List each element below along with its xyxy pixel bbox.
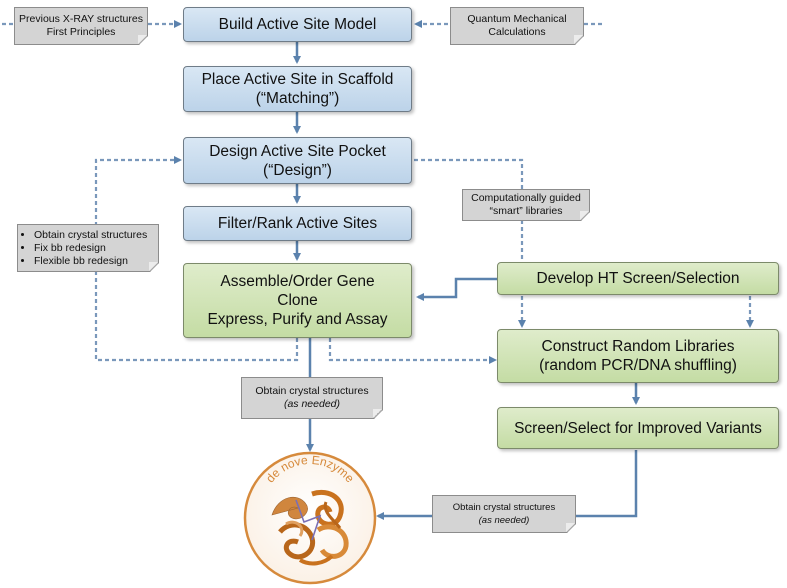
place-active-site-label: Place Active Site in Scaffold <box>201 71 394 88</box>
note-quantum-line1: Quantum Mechanical <box>467 13 567 25</box>
dotted-assemble-to-libraries <box>328 338 497 364</box>
note-crystal-bot-line2: (as needed) <box>478 515 530 526</box>
arrow-screen-to-assemble <box>416 277 497 301</box>
screen-select-label: Screen/Select for Improved Variants <box>514 419 762 437</box>
filter-rank-label: Filter/Rank Active Sites <box>217 215 378 232</box>
note-smart-line1: Computationally guided <box>471 192 581 204</box>
express-label: Express, Purify and Assay <box>207 311 388 328</box>
list-item: Fix bb redesign <box>34 242 147 255</box>
note-redesign-options: Obtain crystal structures Fix bb redesig… <box>17 224 159 272</box>
design-active-site-pocket-box: Design Active Site Pocket (“Design”) <box>183 137 412 184</box>
note-fold <box>580 211 589 220</box>
place-active-site-box: Place Active Site in Scaffold (“Matching… <box>183 66 412 112</box>
build-active-site-model-box: Build Active Site Model <box>183 7 412 42</box>
protein-structure-icon <box>271 490 349 566</box>
assemble-order-gene-box: Assemble/Order Gene Clone Express, Purif… <box>183 263 412 338</box>
assemble-label: Assemble/Order Gene <box>220 273 375 290</box>
note-crystal-mid-line1: Obtain crystal structures <box>255 385 369 397</box>
note-crystal-bot-line1: Obtain crystal structures <box>452 502 556 513</box>
design-pocket-label: Design Active Site Pocket <box>209 142 386 160</box>
build-active-site-model-label: Build Active Site Model <box>218 16 377 33</box>
dotted-loop-left <box>94 156 299 362</box>
note-fold <box>566 523 575 532</box>
note-fold <box>138 35 147 44</box>
note-previous-structures: Previous X-RAY structures First Principl… <box>14 7 148 45</box>
note-fold <box>373 409 382 418</box>
design-pocket-sublabel: (“Design”) <box>263 161 332 179</box>
note-fold <box>149 262 158 271</box>
random-libraries-label: Construct Random Libraries <box>541 338 735 355</box>
note-crystal-structures-bottom: Obtain crystal structures (as needed) <box>432 495 576 533</box>
note-fold <box>574 35 583 44</box>
random-libraries-sublabel: (random PCR/DNA shuffling) <box>539 357 737 374</box>
list-item: Obtain crystal structures <box>34 229 147 242</box>
screen-select-variants-box: Screen/Select for Improved Variants <box>497 407 779 449</box>
place-active-site-sublabel: (“Matching”) <box>255 90 340 107</box>
construct-random-libraries-box: Construct Random Libraries (random PCR/D… <box>497 329 779 383</box>
list-item: Flexible bb redesign <box>34 255 147 268</box>
note-previous-line1: Previous X-RAY structures <box>19 13 143 25</box>
redesign-options-list: Obtain crystal structures Fix bb redesig… <box>24 229 147 268</box>
dotted-design-to-smart <box>414 158 524 190</box>
note-quantum-calculations: Quantum Mechanical Calculations <box>450 7 584 45</box>
clone-label: Clone <box>277 292 318 309</box>
develop-ht-screen-label: Develop HT Screen/Selection <box>536 270 740 287</box>
note-smart-libraries: Computationally guided “smart” libraries <box>462 189 590 221</box>
note-previous-line2: First Principles <box>46 26 116 38</box>
note-quantum-line2: Calculations <box>488 26 546 38</box>
note-smart-line2: “smart” libraries <box>489 205 563 217</box>
note-crystal-mid-line2: (as needed) <box>283 398 341 410</box>
note-crystal-structures-mid: Obtain crystal structures (as needed) <box>241 377 383 419</box>
filter-rank-box: Filter/Rank Active Sites <box>183 206 412 241</box>
develop-ht-screen-box: Develop HT Screen/Selection <box>497 262 779 295</box>
